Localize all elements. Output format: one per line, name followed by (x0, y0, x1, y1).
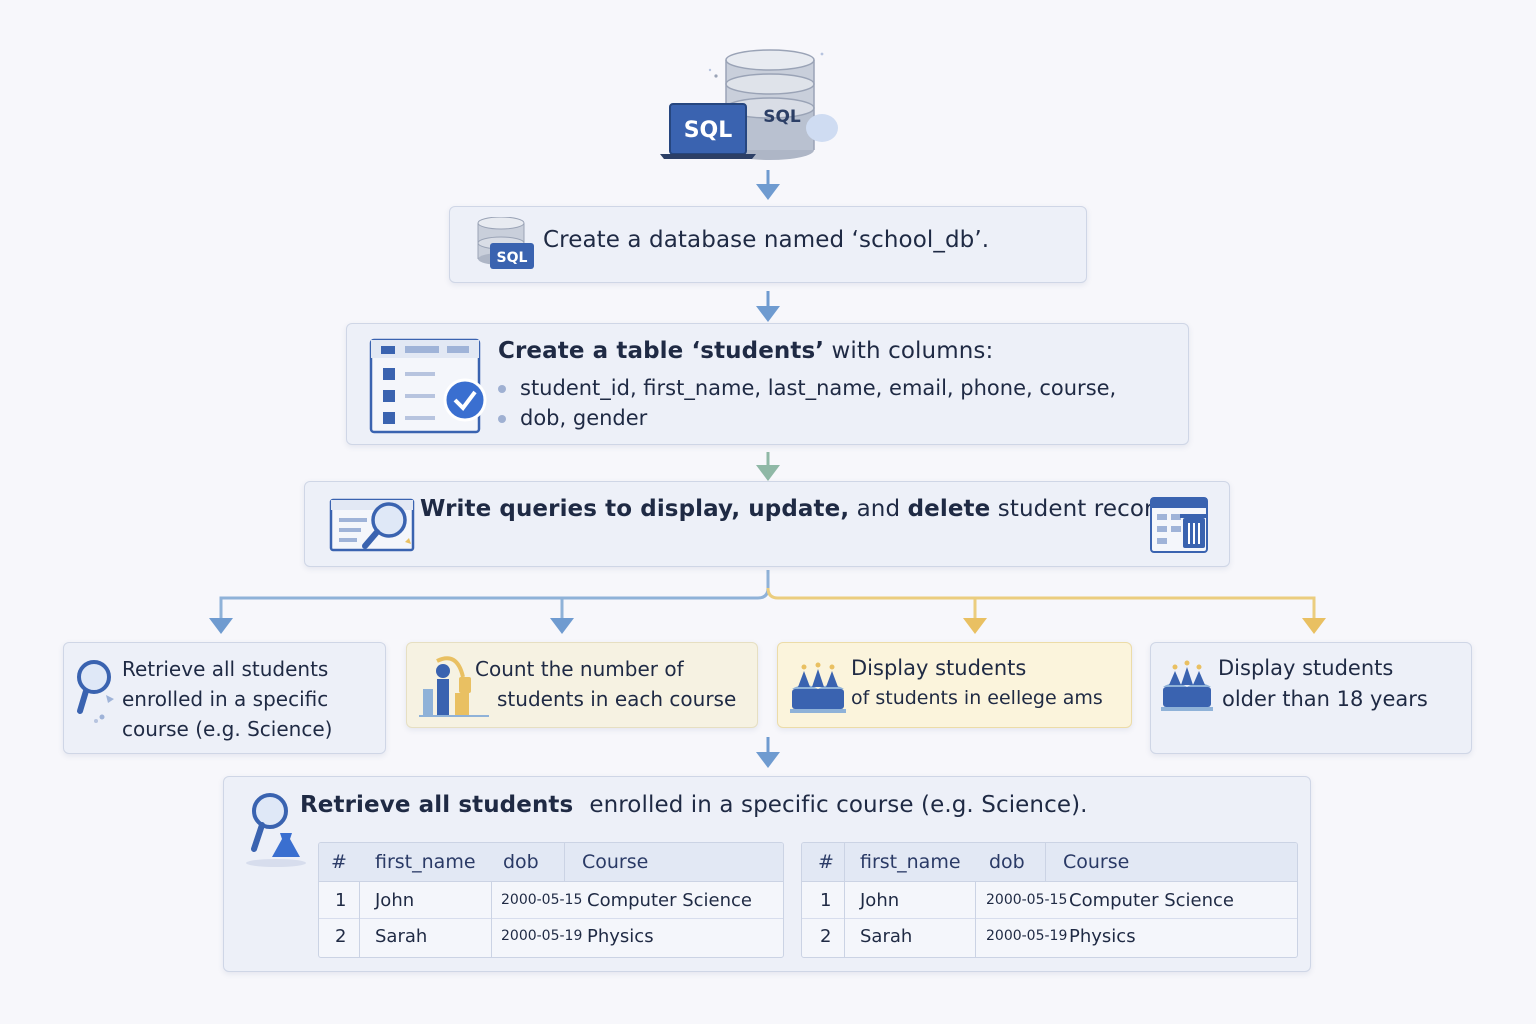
branch-1-line-2: enrolled in a specific (122, 687, 329, 711)
document-search-icon (329, 498, 415, 552)
queries-text-bold-2: delete (907, 496, 991, 522)
step-create-table-title-rest: with columns: (824, 338, 994, 364)
step-create-database-text: Create a database named ‘school_db’. (543, 227, 990, 253)
column-divider (491, 881, 492, 957)
magnifier-icon (77, 660, 114, 723)
branch-3-line-1: Display students (851, 656, 1027, 680)
arrow-hero-to-step1 (756, 170, 780, 200)
result-table-1: # first_name dob Course 1 John 2000-05-1… (318, 842, 784, 958)
queries-text-plain-1: and (849, 496, 908, 522)
result-title-rest: enrolled in a specific course (e.g. Scie… (589, 792, 1088, 818)
table-row: 1 John 2000-05-15 Computer Science (319, 882, 783, 919)
bullet-dot (498, 415, 506, 423)
branch-count-course: Count the number of students in each cou… (406, 642, 758, 728)
branch-4-line-1: Display students (1218, 656, 1394, 680)
bar-chart-people-icon (419, 656, 489, 717)
col-header-first-name: first_name (375, 851, 476, 873)
cell-number: 2 (335, 925, 347, 947)
cell-course: Physics (587, 925, 654, 947)
column-bullet-2: dob, gender (498, 406, 647, 430)
branch-1-line-1: Retrieve all students (122, 657, 329, 681)
column-divider (564, 843, 565, 881)
arrow-step1-to-step2 (756, 291, 780, 322)
magnifier-flask-icon (246, 793, 306, 867)
database-sql-icon: SQL (477, 217, 534, 269)
table-row: 1 John 2000-05-15 Computer Science (802, 882, 1297, 919)
step-create-table-title-bold: Create a table ‘students’ (498, 338, 825, 364)
cell-dob: 2000-05-15 (986, 892, 1068, 908)
col-header-number: # (818, 851, 834, 873)
col-header-first-name: first_name (860, 851, 961, 873)
cell-course: Computer Science (587, 889, 752, 911)
bullet-dot (498, 385, 506, 393)
branch-display-students: Display students of students in eellege … (777, 642, 1132, 728)
col-header-number: # (331, 851, 347, 873)
table-row: 2 Sarah 2000-05-19 Physics (802, 918, 1297, 954)
result-title: Retrieve all students enrolled in a speci… (300, 792, 1088, 818)
database-sql-label: SQL (763, 107, 801, 127)
step-create-table-title: Create a table ‘students’ with columns: (498, 338, 993, 364)
result-title-bold: Retrieve all students (300, 792, 574, 818)
table-row: 2 Sarah 2000-05-19 Physics (319, 918, 783, 954)
cell-first-name: Sarah (375, 925, 428, 947)
column-bullet-1-text: student_id, first_name, last_name, email… (520, 376, 1117, 400)
cell-course: Physics (1069, 925, 1136, 947)
cell-first-name: Sarah (860, 925, 913, 947)
col-header-dob: dob (503, 851, 539, 873)
table-checklist-icon (369, 338, 487, 434)
col-header-dob: dob (989, 851, 1025, 873)
branch-older-than-18-text: Display students older than 18 years (1218, 653, 1428, 715)
cake-icon-blue (1161, 660, 1213, 711)
column-divider (359, 881, 360, 957)
arrow-branches-to-result (756, 737, 780, 768)
branch-retrieve-course-text: Retrieve all students enrolled in a spec… (122, 654, 332, 744)
column-divider (1045, 843, 1046, 881)
step-write-queries-text: Write queries to display, update, and de… (420, 496, 1187, 522)
branch-display-students-text: Display students of students in eellege … (851, 653, 1103, 713)
column-bullet-1: student_id, first_name, last_name, email… (498, 376, 1116, 400)
sql-hero-illustration: SQL SQL (656, 46, 846, 164)
cell-dob: 2000-05-15 (501, 892, 583, 908)
step-create-table: Create a table ‘students’ with columns: … (346, 323, 1189, 445)
cell-first-name: John (860, 889, 900, 911)
branch-older-than-18: Display students older than 18 years (1150, 642, 1472, 754)
branch-4-line-2: older than 18 years (1222, 687, 1428, 711)
step-write-queries: Write queries to display, update, and de… (304, 481, 1230, 567)
branch-count-course-text: Count the number of students in each cou… (475, 654, 736, 714)
cell-number: 2 (820, 925, 832, 947)
queries-text-bold-1: Write queries to display, update, (420, 496, 850, 522)
branch-3-line-2: of students in eellege ams (851, 687, 1103, 709)
branch-connector-blue (209, 570, 770, 634)
sql-badge-label: SQL (497, 250, 528, 266)
step-create-database: SQL Create a database named ‘school_db’. (449, 206, 1087, 283)
table-header-row: # first_name dob Course (802, 843, 1297, 882)
branch-2-line-2: students in each course (497, 687, 737, 711)
branch-retrieve-course: Retrieve all students enrolled in a spec… (63, 642, 386, 754)
cell-number: 1 (820, 889, 832, 911)
col-header-course: Course (582, 851, 649, 873)
result-table-2: # first_name dob Course 1 John 2000-05-1… (801, 842, 1298, 958)
cell-dob: 2000-05-19 (501, 928, 583, 944)
table-delete-icon (1150, 497, 1208, 553)
branch-connector-yellow (766, 587, 1326, 634)
column-divider (844, 843, 845, 957)
cell-number: 1 (335, 889, 347, 911)
column-bullet-2-text: dob, gender (520, 406, 648, 430)
branch-2-line-1: Count the number of (475, 657, 684, 681)
table-header-row: # first_name dob Course (319, 843, 783, 882)
branch-1-line-3: course (e.g. Science) (122, 717, 333, 741)
col-header-course: Course (1063, 851, 1130, 873)
laptop-sql-label: SQL (684, 118, 733, 143)
cell-first-name: John (375, 889, 415, 911)
cell-course: Computer Science (1069, 889, 1234, 911)
cake-icon (790, 662, 846, 713)
database-icon: SQL SQL (660, 49, 838, 160)
cell-dob: 2000-05-19 (986, 928, 1068, 944)
arrow-step2-to-step3 (756, 452, 780, 481)
column-divider (975, 881, 976, 957)
result-retrieve-students: Retrieve all students enrolled in a speci… (223, 776, 1311, 972)
